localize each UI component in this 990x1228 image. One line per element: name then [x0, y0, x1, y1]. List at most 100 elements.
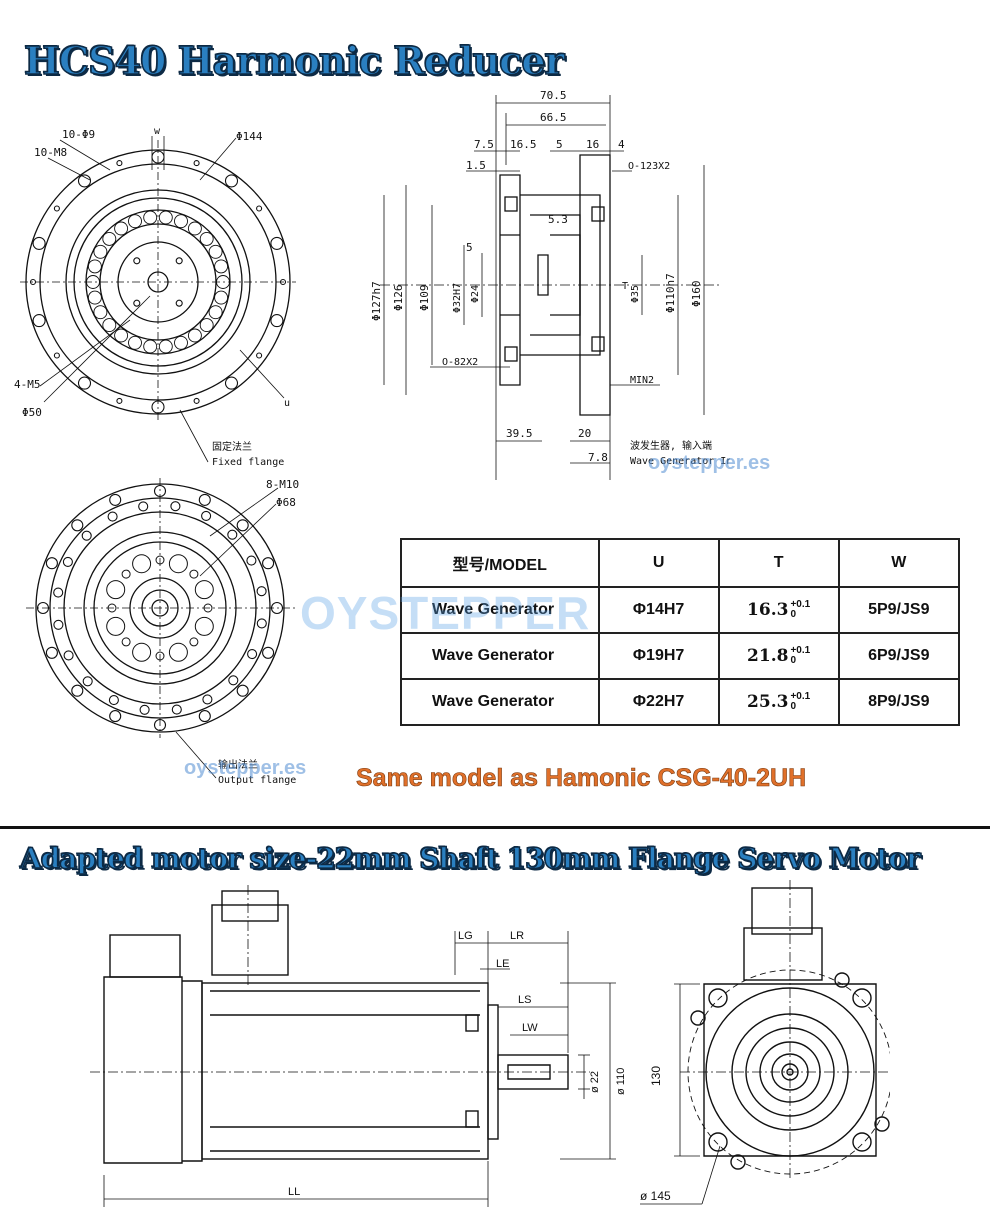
center-tapped-hole [133, 257, 141, 265]
flange-tapped-hole [193, 160, 200, 167]
d22-label: ø 22 [589, 1071, 601, 1093]
bearing-roller [114, 221, 129, 236]
le-label: LE [496, 958, 509, 970]
bearing-roller [143, 210, 158, 225]
output-roller [63, 650, 74, 661]
oring-123: O-123X2 [628, 161, 670, 172]
flange-bolt-hole [32, 236, 46, 250]
bearing-roller [199, 231, 214, 246]
output-roller [62, 556, 73, 567]
output-tapped-hole [189, 637, 199, 647]
output-bolt-hole [109, 493, 122, 506]
bearing-roller [208, 305, 223, 320]
cell-w: 8P9/JS9 [837, 678, 961, 726]
output-roller [202, 694, 213, 705]
dim-5-3: 5.3 [548, 213, 568, 226]
bearing-roller [87, 259, 102, 274]
output-tapped-hole [189, 569, 199, 579]
watermark-url: oystepper.es [184, 757, 307, 779]
oring-82: O-82X2 [442, 357, 478, 368]
output-tapped-hole [121, 569, 131, 579]
cell-model: Wave Generator [400, 678, 600, 726]
output-roller [82, 676, 93, 687]
same-model-note: Same model as Hamonic CSG-40-2UH [356, 764, 807, 793]
bearing-roller [214, 259, 229, 274]
output-bolt-hole [45, 557, 58, 570]
bearing-roller [93, 305, 108, 320]
fixed-flange-view: 10-Φ9 10-M8 w Φ144 4-M5 Φ50 u 固定法兰 Fixed… [14, 126, 296, 468]
dia50-label: Φ50 [22, 406, 42, 419]
d110-label: ø 110 [615, 1068, 627, 1095]
flange-tapped-hole [256, 352, 263, 359]
bearing-roller [87, 290, 102, 305]
bearing-roller [102, 318, 117, 333]
output-roller [81, 530, 92, 541]
output-inner-hole [106, 580, 126, 600]
output-flange-view: 8-M10 Φ68 输出法兰 Output flange [26, 478, 299, 786]
reducer-title: HCS40 Harmonic Reducer [23, 37, 565, 84]
dim-7-8: 7.8 [588, 451, 608, 464]
cell-model: Wave Generator [400, 586, 600, 634]
t-value: 21.8 [747, 645, 789, 666]
dia-35: Φ35 [630, 285, 641, 303]
output-roller [139, 704, 150, 715]
t-label: T [622, 281, 628, 292]
output-bolt-hole [262, 557, 275, 570]
dia-32: Φ32H7 [452, 283, 463, 313]
ll-label: LL [288, 1186, 300, 1198]
watermark-url: oystepper.es [648, 452, 771, 474]
ls-label: LS [518, 994, 531, 1006]
dim-66-5: 66.5 [540, 111, 567, 124]
flange-tapped-hole [53, 205, 60, 212]
flange-bolt-hole [270, 314, 284, 328]
center-tapped-hole [133, 299, 141, 307]
output-roller [201, 510, 212, 521]
holes-m5-label: 4-M5 [14, 378, 41, 391]
holes-m10-label: 8-M10 [266, 478, 299, 491]
d145-label: ø 145 [640, 1189, 671, 1203]
lg-label: LG [458, 930, 473, 942]
cell-model: Wave Generator [400, 632, 600, 680]
dia-24: Φ24 [470, 285, 481, 303]
output-bolt-hole [198, 710, 211, 723]
bearing-roller [174, 214, 188, 229]
output-roller [227, 529, 238, 540]
motor-front-view: 130 ø 145 [640, 880, 890, 1205]
flange-tapped-hole [116, 397, 123, 404]
output-bolt-hole [198, 493, 211, 506]
output-inner-hole [194, 616, 214, 636]
output-roller [256, 586, 267, 597]
spec-table: 型号/MODEL U T W Wave Generator Φ14H7 16.3… [400, 538, 961, 726]
flange-bolt-hole [32, 314, 46, 328]
t-tol-low: 0 [790, 609, 796, 621]
cell-u: Φ14H7 [597, 586, 720, 634]
dim-16-5: 16.5 [510, 138, 537, 151]
output-inner-hole [194, 580, 214, 600]
flange-bolt-hole [77, 376, 92, 390]
fixed-flange-cn: 固定法兰 [212, 440, 252, 453]
bearing-roller [187, 221, 202, 236]
output-roller [138, 501, 149, 512]
output-bolt-hole [45, 646, 58, 659]
output-bolt-hole [262, 646, 275, 659]
bearing-roller [174, 335, 188, 350]
output-inner-hole [106, 616, 126, 636]
d130-label: 130 [649, 1066, 663, 1086]
w-label: w [154, 126, 161, 137]
dia-110: Φ110h7 [664, 273, 677, 313]
t-tol-up: +0.1 [790, 599, 811, 611]
flange-tapped-hole [53, 352, 60, 359]
flange-tapped-hole [29, 278, 37, 286]
dim-5b: 5 [466, 241, 473, 254]
bearing-roller [158, 210, 173, 225]
t-tol-up: +0.1 [790, 645, 811, 657]
cell-u: Φ19H7 [597, 632, 720, 680]
t-value: 16.3 [747, 599, 789, 620]
flange-bolt-hole [224, 376, 239, 390]
min2: MIN2 [630, 375, 654, 386]
t-value: 25.3 [747, 691, 789, 712]
